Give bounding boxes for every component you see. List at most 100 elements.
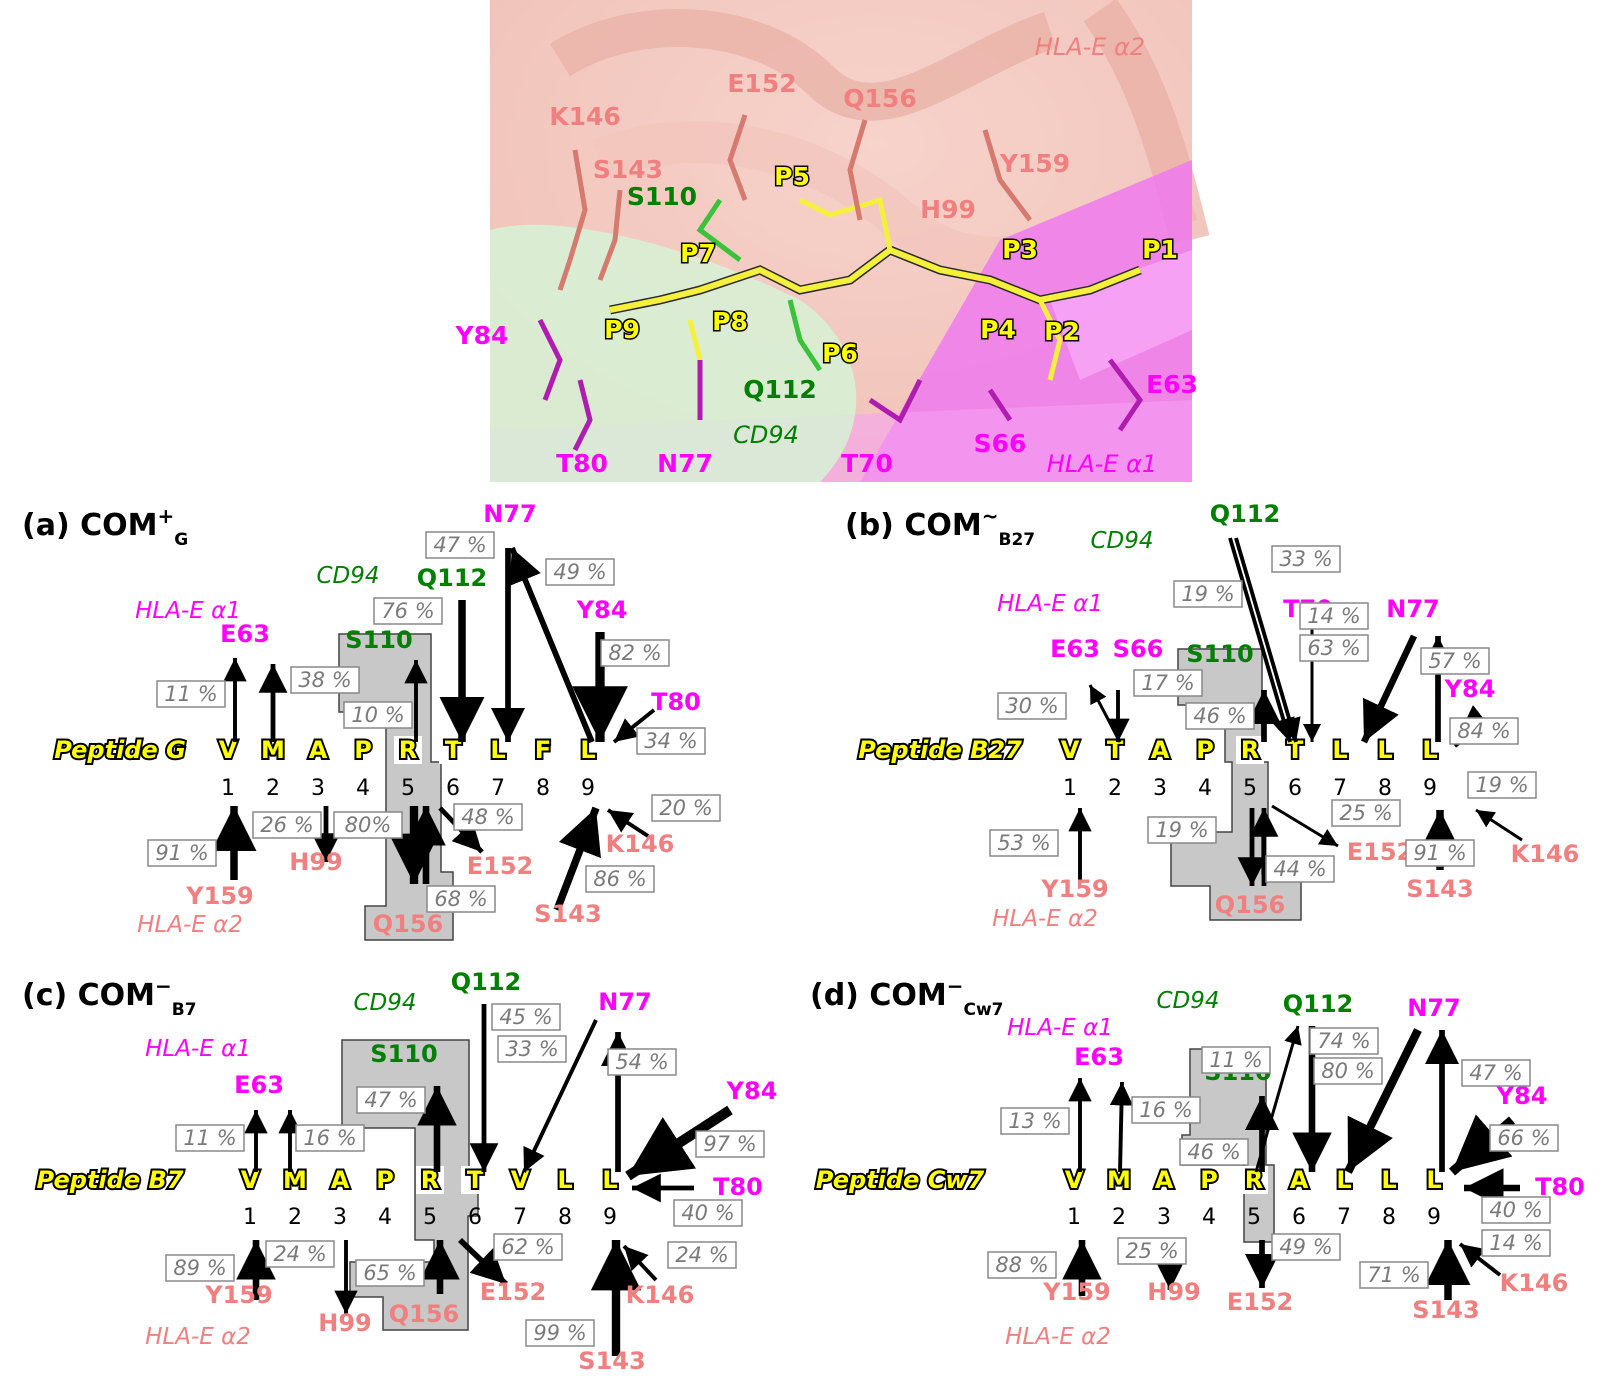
residue-h99: H99 [1147, 1278, 1200, 1306]
residue-q112: Q112 [1210, 500, 1281, 528]
residue-s143: S143 [534, 900, 601, 928]
percent-box [1359, 1261, 1429, 1289]
residue-n77: N77 [1386, 595, 1439, 623]
percent-box [1489, 1124, 1559, 1152]
contact-arrow [522, 1019, 598, 1173]
contact-percent: 10 % [351, 703, 404, 727]
position-number: 6 [1292, 1205, 1306, 1230]
residue-y84: Y84 [726, 1077, 778, 1105]
contact-arrow [1088, 684, 1122, 743]
peptide-residue: L [1377, 736, 1392, 764]
percent-box [1461, 1059, 1531, 1087]
residue-box [1056, 736, 1084, 764]
position-number: 9 [581, 776, 595, 801]
position-number: 1 [221, 776, 235, 801]
contact-percent: 86 % [593, 867, 646, 891]
peptide-residue: P [1196, 736, 1214, 764]
percent-box [1201, 1046, 1271, 1074]
contact-percent: 80 % [1321, 1059, 1374, 1083]
peptide-residue: R [399, 736, 417, 764]
contact-percent: 44 % [1273, 857, 1326, 881]
percent-box [987, 1251, 1057, 1279]
residue-e152: E152 [1347, 838, 1414, 866]
peptide-residue: P [1200, 1166, 1218, 1194]
residue-box [371, 1166, 399, 1194]
residue-q156: Q156 [389, 1300, 460, 1328]
position-number: 8 [536, 776, 550, 801]
position-number: 4 [1198, 776, 1212, 801]
contact-percent: 11 % [1209, 1048, 1262, 1072]
percent-box [265, 1240, 335, 1268]
peptide-residue: L [602, 1166, 617, 1194]
position-number: 1 [243, 1205, 257, 1230]
contact-percent: 49 % [553, 560, 606, 584]
percent-box [1271, 1233, 1341, 1261]
percent-box [1313, 1057, 1383, 1085]
percent-box [1265, 855, 1335, 883]
peptide-label: Peptide Cw7 [816, 1166, 985, 1194]
percent-box [1420, 647, 1490, 675]
percent-box [426, 885, 496, 913]
residue-h99: H99 [289, 848, 342, 876]
percent-box [165, 1254, 235, 1282]
position-number: 4 [356, 776, 370, 801]
residue-box [529, 736, 557, 764]
percent-box [1331, 799, 1401, 827]
residue-box [281, 1166, 309, 1194]
peptide-position-p6: P6 [822, 339, 858, 368]
percent-box [425, 531, 495, 559]
residue-box [551, 1166, 579, 1194]
position-number: 4 [1202, 1205, 1216, 1230]
percent-box [373, 597, 443, 625]
percent-box [453, 803, 523, 831]
percent-box [356, 1086, 426, 1114]
residue-y84: Y84 [1444, 675, 1496, 703]
contact-arrow [1234, 537, 1301, 743]
panel-title: (c) COM−B7 [22, 974, 197, 1020]
percent-box [1179, 1138, 1249, 1166]
peptide-residue: L [1426, 1166, 1441, 1194]
residue-s110: S110 [370, 1040, 437, 1068]
position-number: 9 [1423, 776, 1437, 801]
contact-percent: 91 % [155, 841, 208, 865]
position-number: 5 [1247, 1205, 1261, 1230]
percent-box [651, 794, 721, 822]
residue-y84: Y84 [576, 596, 628, 624]
contact-percent: 88 % [995, 1253, 1048, 1277]
contact-percent: 74 % [1317, 1029, 1370, 1053]
position-number: 3 [1153, 776, 1167, 801]
contact-region [1170, 648, 1302, 921]
contact-percent: 30 % [1005, 694, 1058, 718]
residue-e63: E63 [234, 1071, 284, 1099]
contact-percent: 14 % [1307, 604, 1360, 628]
chain-label: CD94 [316, 563, 379, 589]
peptide-residue: P [354, 736, 372, 764]
peptide-residue: T [1287, 736, 1304, 764]
percent-box [1449, 717, 1519, 745]
residue-y84: Y84 [455, 321, 509, 350]
residue-k146: K146 [549, 102, 621, 131]
percent-box [290, 666, 360, 694]
residue-e63: E63 [1146, 370, 1198, 399]
peptide-residue: A [1155, 1166, 1174, 1194]
residue-q112: Q112 [417, 564, 488, 592]
residue-s143: S143 [578, 1347, 645, 1375]
peptide-residue: L [557, 1166, 572, 1194]
percent-box [1173, 580, 1243, 608]
contact-arrow [1361, 634, 1417, 744]
percent-box [1467, 771, 1537, 799]
residue-h99: H99 [318, 1309, 371, 1337]
residue-e63: E63 [1074, 1043, 1124, 1071]
percent-box [667, 1241, 737, 1269]
position-number: 8 [1378, 776, 1392, 801]
contact-percent: 66 % [1497, 1126, 1550, 1150]
residue-y159: Y159 [185, 882, 253, 910]
residue-k146: K146 [1500, 1269, 1569, 1297]
contact-percent: 65 % [363, 1261, 416, 1285]
residue-q112: Q112 [1283, 990, 1354, 1018]
percent-box [295, 1124, 365, 1152]
peptide-residue: V [1061, 736, 1080, 764]
